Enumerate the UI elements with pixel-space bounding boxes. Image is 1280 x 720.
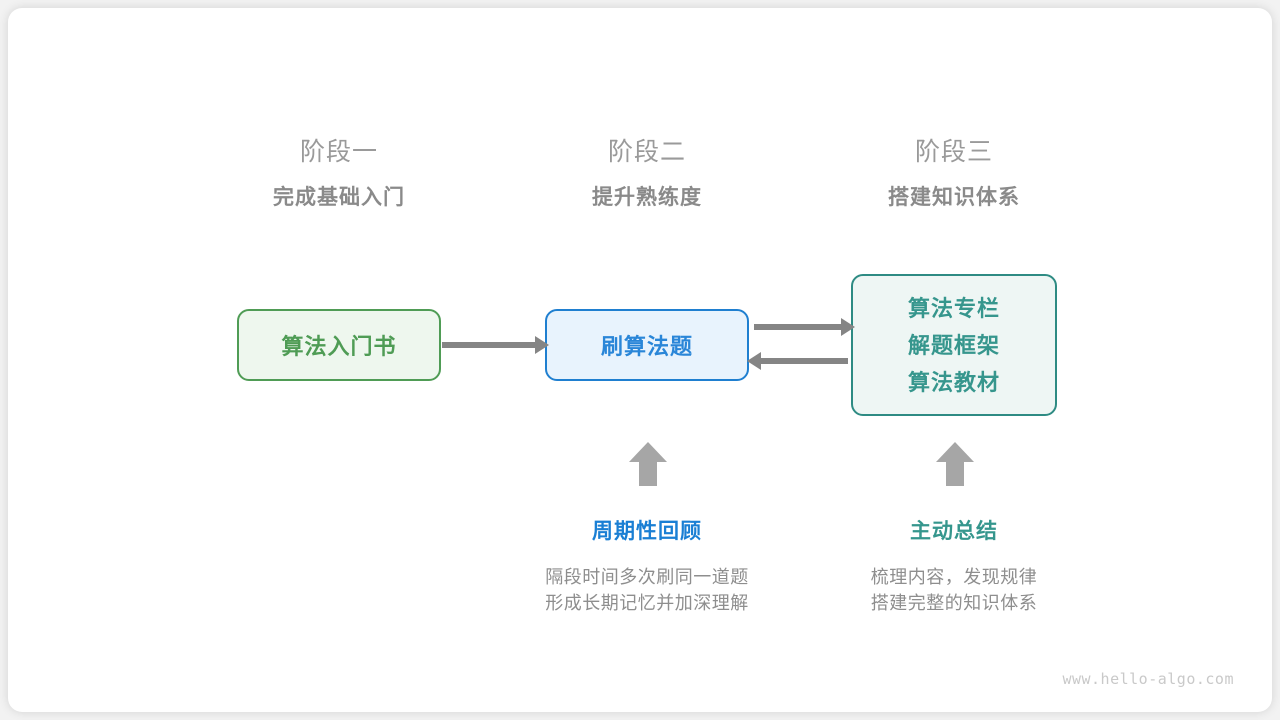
arrow-up-summary-icon <box>936 442 974 486</box>
stage-goal-2: 提升熟练度 <box>592 186 702 209</box>
note-active-summary-desc-line-2: 搭建完整的知识体系 <box>870 593 1038 613</box>
node-resources: 算法专栏 解题框架 算法教材 <box>851 274 1057 416</box>
node-practice-problems: 刷算法题 <box>545 309 749 381</box>
node-resources-line-1: 算法专栏 <box>907 295 1000 321</box>
note-active-summary-desc-line-1: 梳理内容，发现规律 <box>870 567 1038 587</box>
node-intro-book: 算法入门书 <box>237 309 441 381</box>
node-practice-problems-label: 刷算法题 <box>600 334 693 359</box>
arrow-up-summary-stem <box>946 460 964 486</box>
node-resources-line-3: 算法教材 <box>907 369 1000 395</box>
watermark: www.hello-algo.com <box>1062 670 1234 688</box>
note-periodic-review-desc: 隔段时间多次刷同一道题 形成长期记忆并加深理解 <box>497 564 797 616</box>
note-periodic-review-title: 周期性回顾 <box>592 520 702 543</box>
arrow-up-review-icon <box>629 442 667 486</box>
arrow-up-review-stem <box>639 460 657 486</box>
stage-name-1: 阶段一 <box>299 138 378 166</box>
node-resources-line-2: 解题框架 <box>907 332 1000 358</box>
note-active-summary: 主动总结 梳理内容，发现规律 搭建完整的知识体系 <box>804 518 1104 616</box>
stage-name-2: 阶段二 <box>607 138 686 166</box>
arrow-resources-to-practice-icon <box>760 358 848 364</box>
note-active-summary-desc: 梳理内容，发现规律 搭建完整的知识体系 <box>804 564 1104 616</box>
note-active-summary-title: 主动总结 <box>910 520 998 543</box>
stage-column-2: 阶段二 提升熟练度 <box>517 135 777 213</box>
stage-goal-3: 搭建知识体系 <box>888 186 1020 209</box>
stage-column-3: 阶段三 搭建知识体系 <box>824 135 1084 213</box>
stage-name-3: 阶段三 <box>914 138 993 166</box>
note-periodic-review-desc-line-2: 形成长期记忆并加深理解 <box>545 593 749 613</box>
arrow-up-review-head <box>629 442 667 462</box>
arrow-practice-to-resources-icon <box>754 324 842 330</box>
diagram-card: 阶段一 完成基础入门 阶段二 提升熟练度 阶段三 搭建知识体系 算法入门书 刷算… <box>8 8 1272 712</box>
stage-goal-1: 完成基础入门 <box>273 186 405 209</box>
arrow-book-to-practice-icon <box>442 342 536 348</box>
note-periodic-review-desc-line-1: 隔段时间多次刷同一道题 <box>545 567 749 587</box>
note-periodic-review: 周期性回顾 隔段时间多次刷同一道题 形成长期记忆并加深理解 <box>497 518 797 616</box>
stage-column-1: 阶段一 完成基础入门 <box>209 135 469 213</box>
arrow-up-summary-head <box>936 442 974 462</box>
node-intro-book-label: 算法入门书 <box>281 334 397 359</box>
